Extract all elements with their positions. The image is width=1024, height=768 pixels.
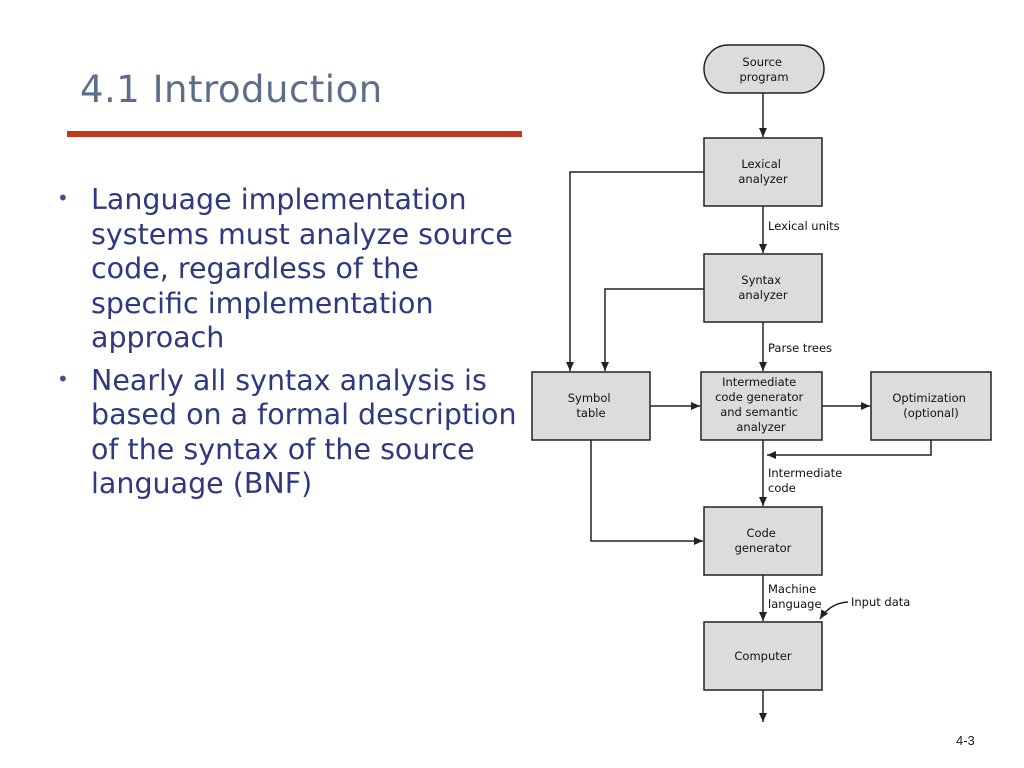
bullet-text: Nearly all syntax analysis is based on a… (91, 363, 517, 501)
edge-optimization-back (767, 440, 932, 459)
bullet-marker: • (57, 186, 69, 210)
edge-lexical-symbol (566, 171, 704, 371)
lexical-analyzer-node (703, 137, 823, 207)
computer-label: Computer (734, 649, 791, 663)
intermediate-code-label: Intermediate code (768, 466, 846, 495)
edge-input-data (819, 601, 849, 620)
computer-node (703, 621, 823, 691)
bullet-list: • Language implementation systems must a… (55, 183, 525, 510)
edge-syntax-symbol (601, 288, 704, 371)
syntax-analyzer-node (703, 253, 823, 323)
bullet-item: • Language implementation systems must a… (55, 183, 525, 356)
title-underline (67, 131, 522, 137)
lexical-units-label: Lexical units (768, 219, 840, 233)
optimization-node (870, 371, 992, 441)
machine-language-label: Machine language (768, 582, 822, 611)
input-data-label: Input data (851, 595, 910, 609)
edge-symbol-codegen (590, 440, 703, 545)
source-program-node (703, 44, 825, 94)
slide-title: 4.1 Introduction (80, 68, 383, 111)
lexical-analyzer-label: Lexical analyzer (738, 157, 787, 186)
syntax-analyzer-label: Syntax analyzer (738, 273, 787, 302)
optimization-label: Optimization (optional) (892, 391, 969, 420)
parse-trees-label: Parse trees (768, 341, 832, 355)
page-number: 4-3 (956, 733, 975, 748)
code-generator-label: Code generator (735, 526, 792, 555)
intermediate-code-generator-label: Intermediate code generator and semantic… (715, 375, 807, 434)
source-program-label: Source program (739, 55, 788, 84)
bullet-text: Language implementation systems must ana… (91, 183, 513, 354)
code-generator-node (703, 506, 823, 576)
intermediate-code-generator-node (700, 371, 823, 441)
symbol-table-label: Symbol table (568, 391, 615, 420)
bullet-item: • Nearly all syntax analysis is based on… (55, 364, 525, 502)
bullet-marker: • (57, 366, 69, 391)
